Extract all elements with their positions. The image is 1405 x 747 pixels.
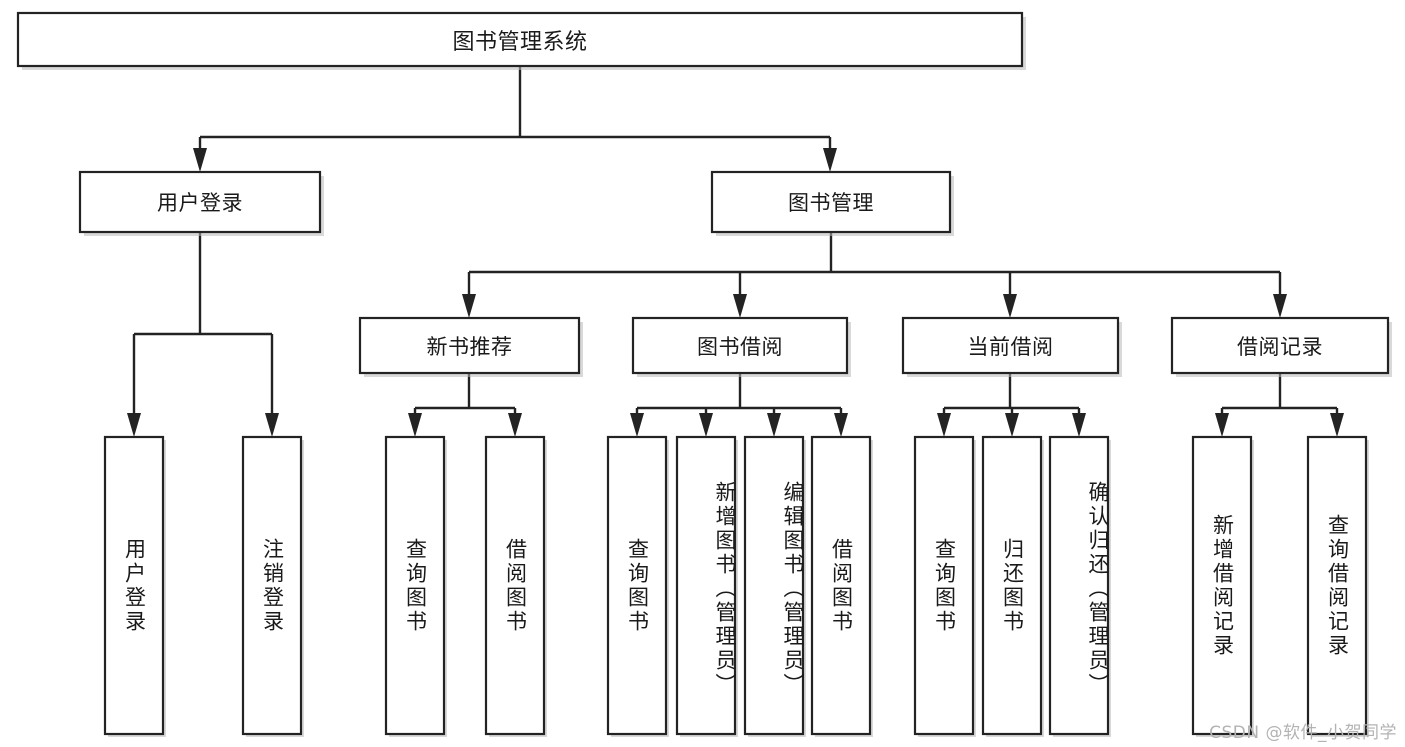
node-box-user-login[interactable]	[78, 170, 322, 234]
node-box-leaf-add-borrow-record[interactable]	[1191, 435, 1253, 736]
node-box-borrow-record[interactable]	[1170, 316, 1390, 375]
arrowhead-leaf-borrow-book-2	[834, 413, 848, 437]
arrowhead-leaf-query-book-2	[630, 413, 644, 437]
arrowhead-book-manage	[823, 148, 837, 172]
node-box-leaf-borrow-book-1[interactable]	[484, 435, 546, 736]
node-box-new-book-recommend[interactable]	[358, 316, 581, 375]
arrowhead-leaf-confirm-return-admin	[1072, 413, 1086, 437]
node-box-leaf-user-login[interactable]	[103, 435, 165, 736]
node-box-leaf-query-book-3[interactable]	[913, 435, 975, 736]
node-box-leaf-edit-book-admin[interactable]	[743, 435, 805, 736]
arrowhead-leaf-add-borrow-record	[1215, 413, 1229, 437]
arrowhead-leaf-query-book-3	[937, 413, 951, 437]
arrowhead-leaf-query-borrow-record	[1330, 413, 1344, 437]
node-box-root[interactable]	[16, 11, 1024, 68]
arrowhead-leaf-query-book-1	[408, 413, 422, 437]
connector-layer	[127, 66, 1344, 437]
arrowhead-user-login	[193, 148, 207, 172]
arrowhead-new-book-recommend	[462, 294, 476, 318]
box-layer	[16, 11, 1392, 737]
node-box-leaf-query-borrow-record[interactable]	[1306, 435, 1368, 736]
arrowhead-leaf-user-login	[127, 413, 141, 437]
arrowhead-current-borrow	[1003, 294, 1017, 318]
node-box-book-manage[interactable]	[710, 170, 952, 234]
node-box-current-borrow[interactable]	[901, 316, 1120, 375]
arrowhead-leaf-return-book	[1005, 413, 1019, 437]
node-box-leaf-query-book-1[interactable]	[384, 435, 446, 736]
node-box-leaf-return-book[interactable]	[981, 435, 1043, 736]
node-box-leaf-logout[interactable]	[241, 435, 303, 736]
arrowhead-borrow-record	[1273, 294, 1287, 318]
arrowhead-leaf-add-book-admin	[699, 413, 713, 437]
arrowhead-leaf-borrow-book-1	[508, 413, 522, 437]
arrowhead-book-borrow	[733, 294, 747, 318]
node-box-leaf-borrow-book-2[interactable]	[810, 435, 872, 736]
node-box-leaf-add-book-admin[interactable]	[675, 435, 737, 736]
node-box-book-borrow[interactable]	[631, 316, 849, 375]
node-box-leaf-query-book-2[interactable]	[606, 435, 668, 736]
arrowhead-leaf-edit-book-admin	[767, 413, 781, 437]
watermark-text: CSDN @软件_小贺同学	[1209, 723, 1397, 743]
arrowhead-leaf-logout	[265, 413, 279, 437]
node-box-leaf-confirm-return-admin[interactable]	[1048, 435, 1110, 736]
